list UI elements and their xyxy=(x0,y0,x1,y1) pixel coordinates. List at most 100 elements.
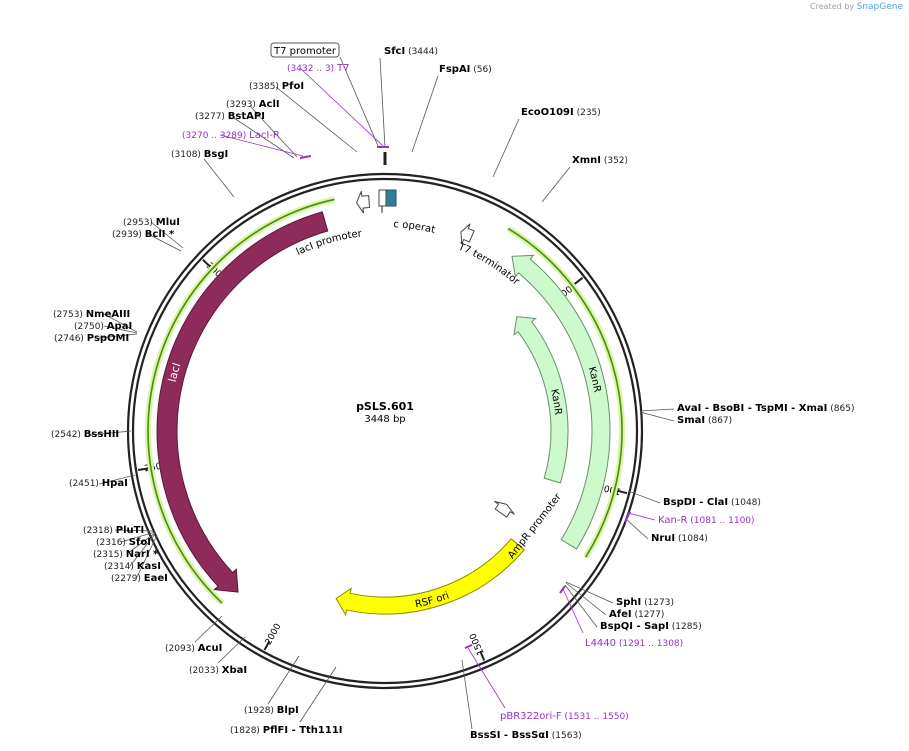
enzyme-label[interactable]: (3385) PfoI xyxy=(249,81,304,92)
enzyme-name: BspQI xyxy=(600,621,633,632)
tick-label: 2000 xyxy=(264,622,284,647)
site-number: (3293) xyxy=(226,100,259,110)
enzyme-label[interactable]: (2316) SfoI xyxy=(96,537,151,548)
enzyme-label[interactable]: BspDI - ClaI (1048) xyxy=(663,497,761,508)
site-number: (1277) xyxy=(632,610,665,620)
leader-line xyxy=(249,105,298,158)
primer-mark-l4440 xyxy=(559,585,566,594)
leader-line xyxy=(203,158,235,198)
site-number: (352) xyxy=(601,156,628,166)
leader-line xyxy=(103,325,138,334)
site-number: (2542) xyxy=(51,430,84,440)
leader-line xyxy=(267,655,300,705)
leader-line xyxy=(147,233,182,252)
feature-rsf-ori[interactable] xyxy=(335,538,525,617)
enzyme-label[interactable]: (2953) MluI xyxy=(123,217,180,228)
leader-line xyxy=(564,584,598,628)
primer-mark-pbr322 xyxy=(464,644,473,649)
enzyme-name: - SapI xyxy=(633,621,669,632)
enzyme-name: AvaI xyxy=(677,403,701,414)
site-number: (3108) xyxy=(171,150,204,160)
enzyme-label[interactable]: (2753) NmeAIII xyxy=(53,309,130,320)
site-number: (2750) xyxy=(74,322,107,332)
primer-label[interactable]: Kan-R (1081 .. 1100) xyxy=(658,515,755,526)
enzyme-name: PfoI xyxy=(282,81,304,92)
enzyme-label[interactable]: (2746) PspOMI xyxy=(54,333,129,344)
primer-label[interactable]: (3270 .. 3289) LacI-R xyxy=(182,130,280,141)
enzyme-name: PspOMI xyxy=(87,333,129,344)
leader-line xyxy=(275,86,358,153)
enzyme-name: EaeI xyxy=(144,573,168,584)
leader-line xyxy=(565,581,614,604)
enzyme-label[interactable]: SfcI (3444) xyxy=(384,46,438,57)
feature-lac-operator[interactable] xyxy=(385,189,397,207)
enzyme-name: SfoI xyxy=(129,537,151,548)
enzyme-label[interactable]: (2939) BclI * xyxy=(112,229,175,240)
enzyme-label[interactable]: (2314) KasI xyxy=(104,561,161,572)
enzyme-label[interactable]: (2279) EaeI xyxy=(111,573,168,584)
site-number: (3270 .. 3289) xyxy=(182,131,249,141)
enzyme-name: BsgI xyxy=(204,149,228,160)
enzyme-name: AfeI xyxy=(609,609,632,620)
enzyme-label[interactable]: (2451) HpaI xyxy=(69,478,128,489)
leader-line xyxy=(150,221,184,249)
feature-kanr-inner[interactable] xyxy=(513,316,569,484)
tick-mark xyxy=(617,489,628,495)
site-number: (1828) xyxy=(230,726,263,736)
feature-laci-promoter[interactable] xyxy=(356,190,371,214)
enzyme-label[interactable]: NruI (1084) xyxy=(651,533,708,544)
site-number: (1291 .. 1308) xyxy=(616,639,683,649)
leader-line xyxy=(127,532,156,554)
enzyme-label[interactable]: (3293) AclI xyxy=(226,99,280,110)
enzyme-name: PflFI xyxy=(263,725,288,736)
site-number: (56) xyxy=(470,65,491,75)
primer-label[interactable]: (3432 .. 3) T7 xyxy=(287,63,349,74)
site-number: (1048) xyxy=(728,498,761,508)
tick-mark xyxy=(574,276,584,285)
enzyme-label[interactable]: (1828) PflFI - Tth111I xyxy=(230,725,343,736)
leader-layer xyxy=(89,56,675,730)
enzyme-label[interactable]: AfeI (1277) xyxy=(609,609,664,620)
enzyme-label[interactable]: (2318) PluTI xyxy=(83,525,144,536)
enzyme-label[interactable]: SphI (1273) xyxy=(616,597,674,608)
leader-line xyxy=(467,647,506,709)
enzyme-label[interactable]: EcoO109I (235) xyxy=(521,107,601,118)
primer-label[interactable]: L4440 (1291 .. 1308) xyxy=(585,638,683,649)
feature-ampr-promoter[interactable] xyxy=(494,500,515,518)
enzyme-label[interactable]: BspQI - SapI (1285) xyxy=(600,621,702,632)
enzyme-name: BclI * xyxy=(145,229,175,240)
enzyme-label[interactable]: FspAI (56) xyxy=(439,64,492,75)
enzyme-name: BstAPI xyxy=(228,111,265,122)
site-number: (1531 .. 1550) xyxy=(562,712,629,722)
leader-line xyxy=(194,615,223,643)
enzyme-label[interactable]: (3108) BsgI xyxy=(171,149,228,160)
enzyme-name: - ClaI xyxy=(696,497,728,508)
leader-line xyxy=(562,588,584,634)
enzyme-label[interactable]: SmaI (867) xyxy=(677,415,732,426)
enzyme-label[interactable]: (3277) BstAPI xyxy=(195,111,265,122)
feature-kanr-outer[interactable] xyxy=(511,254,611,550)
enzyme-name: HpaI xyxy=(102,478,128,489)
leader-line xyxy=(114,529,156,532)
enzyme-label[interactable]: (2315) NarI * xyxy=(93,549,159,560)
site-number: (2746) xyxy=(54,334,87,344)
enzyme-label[interactable]: BssSI - BssSαI (1563) xyxy=(470,730,582,741)
enzyme-name: EcoO109I xyxy=(521,107,574,118)
enzyme-name: NruI xyxy=(651,533,675,544)
enzyme-label[interactable]: (2033) XbaI xyxy=(189,665,247,676)
enzyme-label[interactable]: AvaI - BsoBI - TspMI - XmaI (865) xyxy=(677,403,854,414)
enzyme-label[interactable]: (2542) BssHII xyxy=(51,429,119,440)
feature-t7-terminator[interactable] xyxy=(460,223,475,245)
enzyme-label[interactable]: XmnI (352) xyxy=(572,155,628,166)
enzyme-label[interactable]: (2093) AcuI xyxy=(165,643,222,654)
enzyme-label[interactable]: (2750) ApaI xyxy=(74,321,132,332)
enzyme-name: BlpI xyxy=(277,705,299,716)
t7-promoter-label[interactable]: T7 promoter xyxy=(273,46,337,57)
leader-line xyxy=(339,56,379,147)
feature-laci[interactable] xyxy=(156,211,329,593)
site-number: (3385) xyxy=(249,82,282,92)
watermark-prefix: Created by xyxy=(810,2,855,11)
primer-label[interactable]: pBR322ori-F (1531 .. 1550) xyxy=(500,711,629,722)
enzyme-label[interactable]: (1928) BlpI xyxy=(244,705,299,716)
